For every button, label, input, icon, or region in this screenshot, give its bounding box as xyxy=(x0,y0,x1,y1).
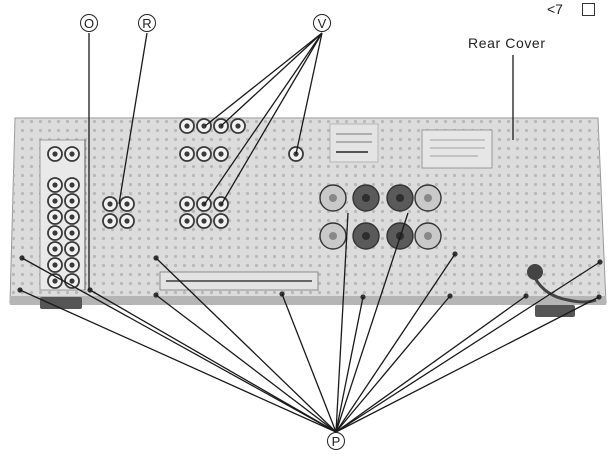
speaker-terminals xyxy=(319,184,442,250)
rca-jack xyxy=(196,146,212,162)
leader-p xyxy=(335,212,409,433)
warning-label-strip xyxy=(159,271,319,291)
leader-v xyxy=(295,32,323,155)
rca-jack xyxy=(179,118,195,134)
speaker-terminal xyxy=(386,184,414,212)
rca-jack xyxy=(64,193,80,209)
speaker-terminal xyxy=(319,222,347,250)
rating-label-plate xyxy=(421,129,493,169)
rca-jack xyxy=(64,241,80,257)
rca-jack xyxy=(47,225,63,241)
rca-jack xyxy=(47,257,63,273)
rca-jack xyxy=(64,257,80,273)
model-plate xyxy=(329,123,379,163)
leader-p xyxy=(335,212,349,433)
speaker-terminal xyxy=(352,222,380,250)
rca-jack xyxy=(119,196,135,212)
leader-p xyxy=(335,253,456,433)
leader-r xyxy=(118,32,148,205)
page-reference-box-icon xyxy=(582,3,595,16)
leader-p xyxy=(335,296,364,433)
rca-jack xyxy=(213,146,229,162)
rca-jack xyxy=(179,196,195,212)
callout-r: R xyxy=(138,14,156,32)
leader-p xyxy=(19,289,337,433)
rca-jack xyxy=(64,209,80,225)
leader-v xyxy=(220,32,323,206)
speaker-terminal xyxy=(414,222,442,250)
rca-jack xyxy=(102,196,118,212)
rear-cover-label: Rear Cover xyxy=(468,35,546,51)
rca-jack xyxy=(179,213,195,229)
leader-p xyxy=(155,294,337,433)
callout-p: P xyxy=(327,432,345,450)
rca-jack xyxy=(179,146,195,162)
rca-jack xyxy=(47,177,63,193)
speaker-terminal xyxy=(414,184,442,212)
speaker-terminal xyxy=(352,184,380,212)
rca-jack xyxy=(47,193,63,209)
leader-v xyxy=(203,32,323,206)
rca-jack xyxy=(47,209,63,225)
rca-jack xyxy=(64,177,80,193)
leader-p xyxy=(155,257,337,433)
callout-o: O xyxy=(80,14,98,32)
rca-jack xyxy=(64,225,80,241)
leader-p xyxy=(281,293,337,433)
leader-v xyxy=(204,32,323,127)
callout-v: V xyxy=(313,14,331,32)
rca-jack xyxy=(230,118,246,134)
rca-jack xyxy=(64,146,80,162)
rca-jack xyxy=(102,213,118,229)
speaker-terminal xyxy=(319,184,347,212)
rca-jacks xyxy=(47,118,304,289)
rca-jack xyxy=(196,213,212,229)
rca-jack xyxy=(47,146,63,162)
leader-p xyxy=(335,295,527,433)
rca-jack xyxy=(196,118,212,134)
rca-jack xyxy=(119,213,135,229)
leader-v xyxy=(220,32,323,127)
callout-leader-lines xyxy=(19,32,601,433)
leader-p xyxy=(335,296,600,433)
rca-jack xyxy=(213,213,229,229)
page-reference: <7 xyxy=(547,1,563,17)
leader-p xyxy=(335,295,451,433)
leader-p xyxy=(21,257,337,433)
rca-jack xyxy=(47,241,63,257)
leader-p xyxy=(335,261,601,433)
leader-p xyxy=(89,289,337,433)
